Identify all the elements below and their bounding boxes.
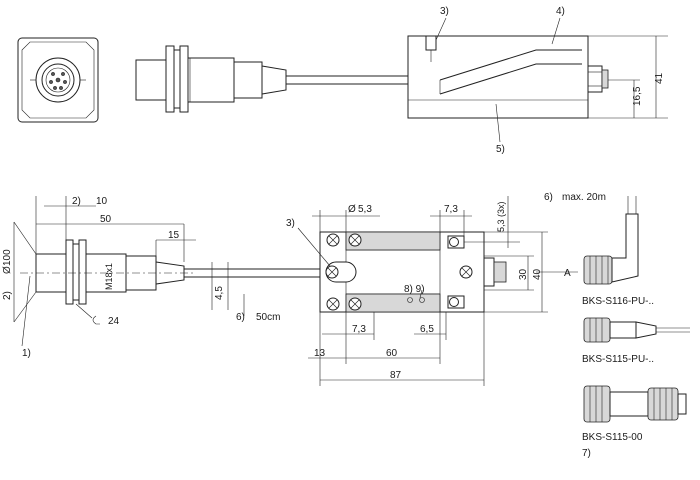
dim-7-3-top: 7,3 xyxy=(444,204,458,215)
dim-41: 41 xyxy=(654,72,665,84)
callout-3-side: 3) xyxy=(286,218,295,229)
dim-100: 100 xyxy=(2,249,13,266)
wrench-24: 24 xyxy=(108,316,120,327)
dim-15: 15 xyxy=(168,230,180,241)
dim-4-5: 4,5 xyxy=(214,286,225,300)
callout-8-9: 8) 9) xyxy=(404,284,425,295)
amplifier-dimension-lines xyxy=(308,196,578,386)
connector-label-s116: BKS-S116-PU-.. xyxy=(582,296,654,307)
dim-50: 50 xyxy=(100,214,112,225)
callout-7: 7) xyxy=(582,448,591,459)
dim-60: 60 xyxy=(386,348,398,359)
connector-s116-angled xyxy=(583,196,639,285)
dim-7-3-bot: 7,3 xyxy=(352,324,366,335)
callout-5-top: 5) xyxy=(496,144,505,155)
dim-hole-5-3: 5,3 xyxy=(358,204,372,215)
max-length: max. 20m xyxy=(562,192,606,203)
callout-1: 1) xyxy=(22,348,31,359)
sensor-dimension-lines xyxy=(13,196,245,347)
diameter-symbol-hole: Ø xyxy=(348,204,356,215)
connector-label-s115-00: BKS-S115-00 xyxy=(582,432,643,443)
dim-16-5: 16,5 xyxy=(632,86,643,106)
callout-6-cable: 6) xyxy=(236,312,245,323)
dim-13: 13 xyxy=(314,348,326,359)
dim-40: 40 xyxy=(532,268,543,280)
dim-5-3-3x: 5,3 (3x) xyxy=(496,201,506,232)
callout-3-top: 3) xyxy=(440,6,449,17)
dim-30: 30 xyxy=(518,268,529,280)
callout-2-phi: 2) xyxy=(2,291,13,300)
sensor-top-view xyxy=(135,45,410,113)
thread-m18: M18x1 xyxy=(104,263,114,290)
dim-10: 10 xyxy=(96,196,108,207)
view-a: A xyxy=(564,268,571,279)
connector-s115-pu xyxy=(583,317,690,343)
sensor-dimensioned xyxy=(20,239,320,305)
sensor-end-view xyxy=(17,37,99,123)
callout-2-10: 2) xyxy=(72,196,81,207)
connector-s115-00 xyxy=(583,385,687,423)
amplifier-top-view xyxy=(319,231,507,313)
dim-87: 87 xyxy=(390,370,402,381)
callout-4-top: 4) xyxy=(556,6,565,17)
callout-6-max: 6) xyxy=(544,192,553,203)
amplifier-side-view xyxy=(407,35,609,119)
cable-length: 50cm xyxy=(256,312,280,323)
top-right-dimensions xyxy=(588,35,668,119)
dim-6-5: 6,5 xyxy=(420,324,434,335)
connector-label-s115-pu: BKS-S115-PU-.. xyxy=(582,354,654,365)
diameter-symbol: Ø xyxy=(2,266,13,274)
